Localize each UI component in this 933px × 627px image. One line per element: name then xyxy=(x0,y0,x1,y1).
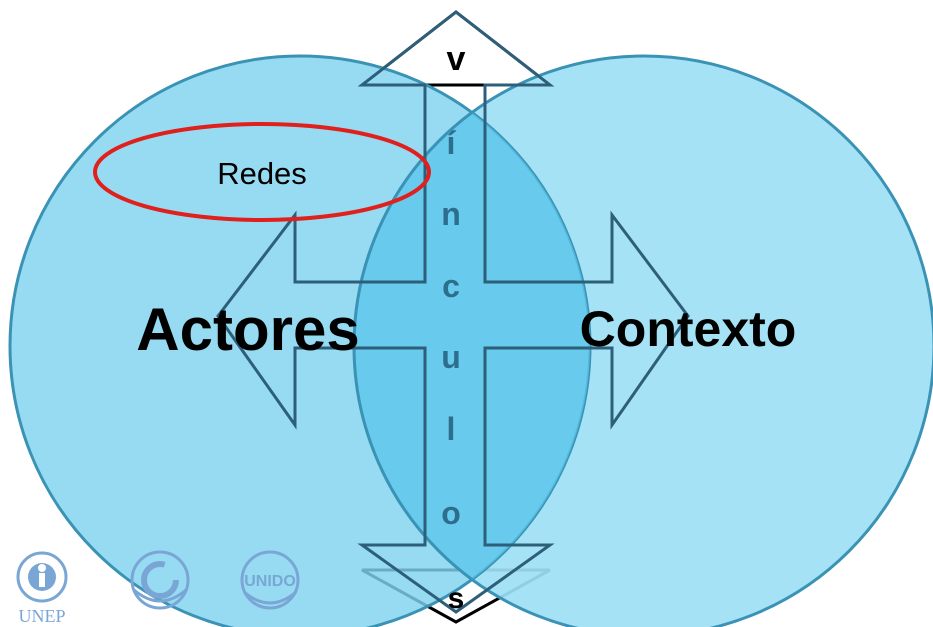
unep-emblem-icon xyxy=(16,551,68,603)
vertical-letter: í xyxy=(447,125,457,161)
logo-unido: UNIDO xyxy=(240,550,300,610)
contexto-label: Contexto xyxy=(580,301,797,357)
logo-climate xyxy=(130,550,190,610)
unido-emblem-icon: UNIDO xyxy=(240,550,300,610)
overlap-region xyxy=(352,56,590,627)
letter-s: s xyxy=(448,582,465,615)
vertical-letter: c xyxy=(442,268,460,304)
vertical-letter: u xyxy=(441,339,461,375)
actores-label: Actores xyxy=(136,296,359,363)
vertical-letter: o xyxy=(441,495,461,531)
cross-arrow xyxy=(216,10,690,614)
redes-label: Redes xyxy=(217,156,307,191)
redes-oval xyxy=(93,122,431,222)
unido-mark: UNIDO xyxy=(244,573,296,590)
letter-v: v xyxy=(447,40,466,78)
logo-unep: UNEP xyxy=(16,551,68,626)
vertical-letter: l xyxy=(447,411,456,447)
climate-convention-icon xyxy=(130,550,190,610)
unep-caption: UNEP xyxy=(18,606,65,626)
vertical-letter: n xyxy=(441,196,461,232)
